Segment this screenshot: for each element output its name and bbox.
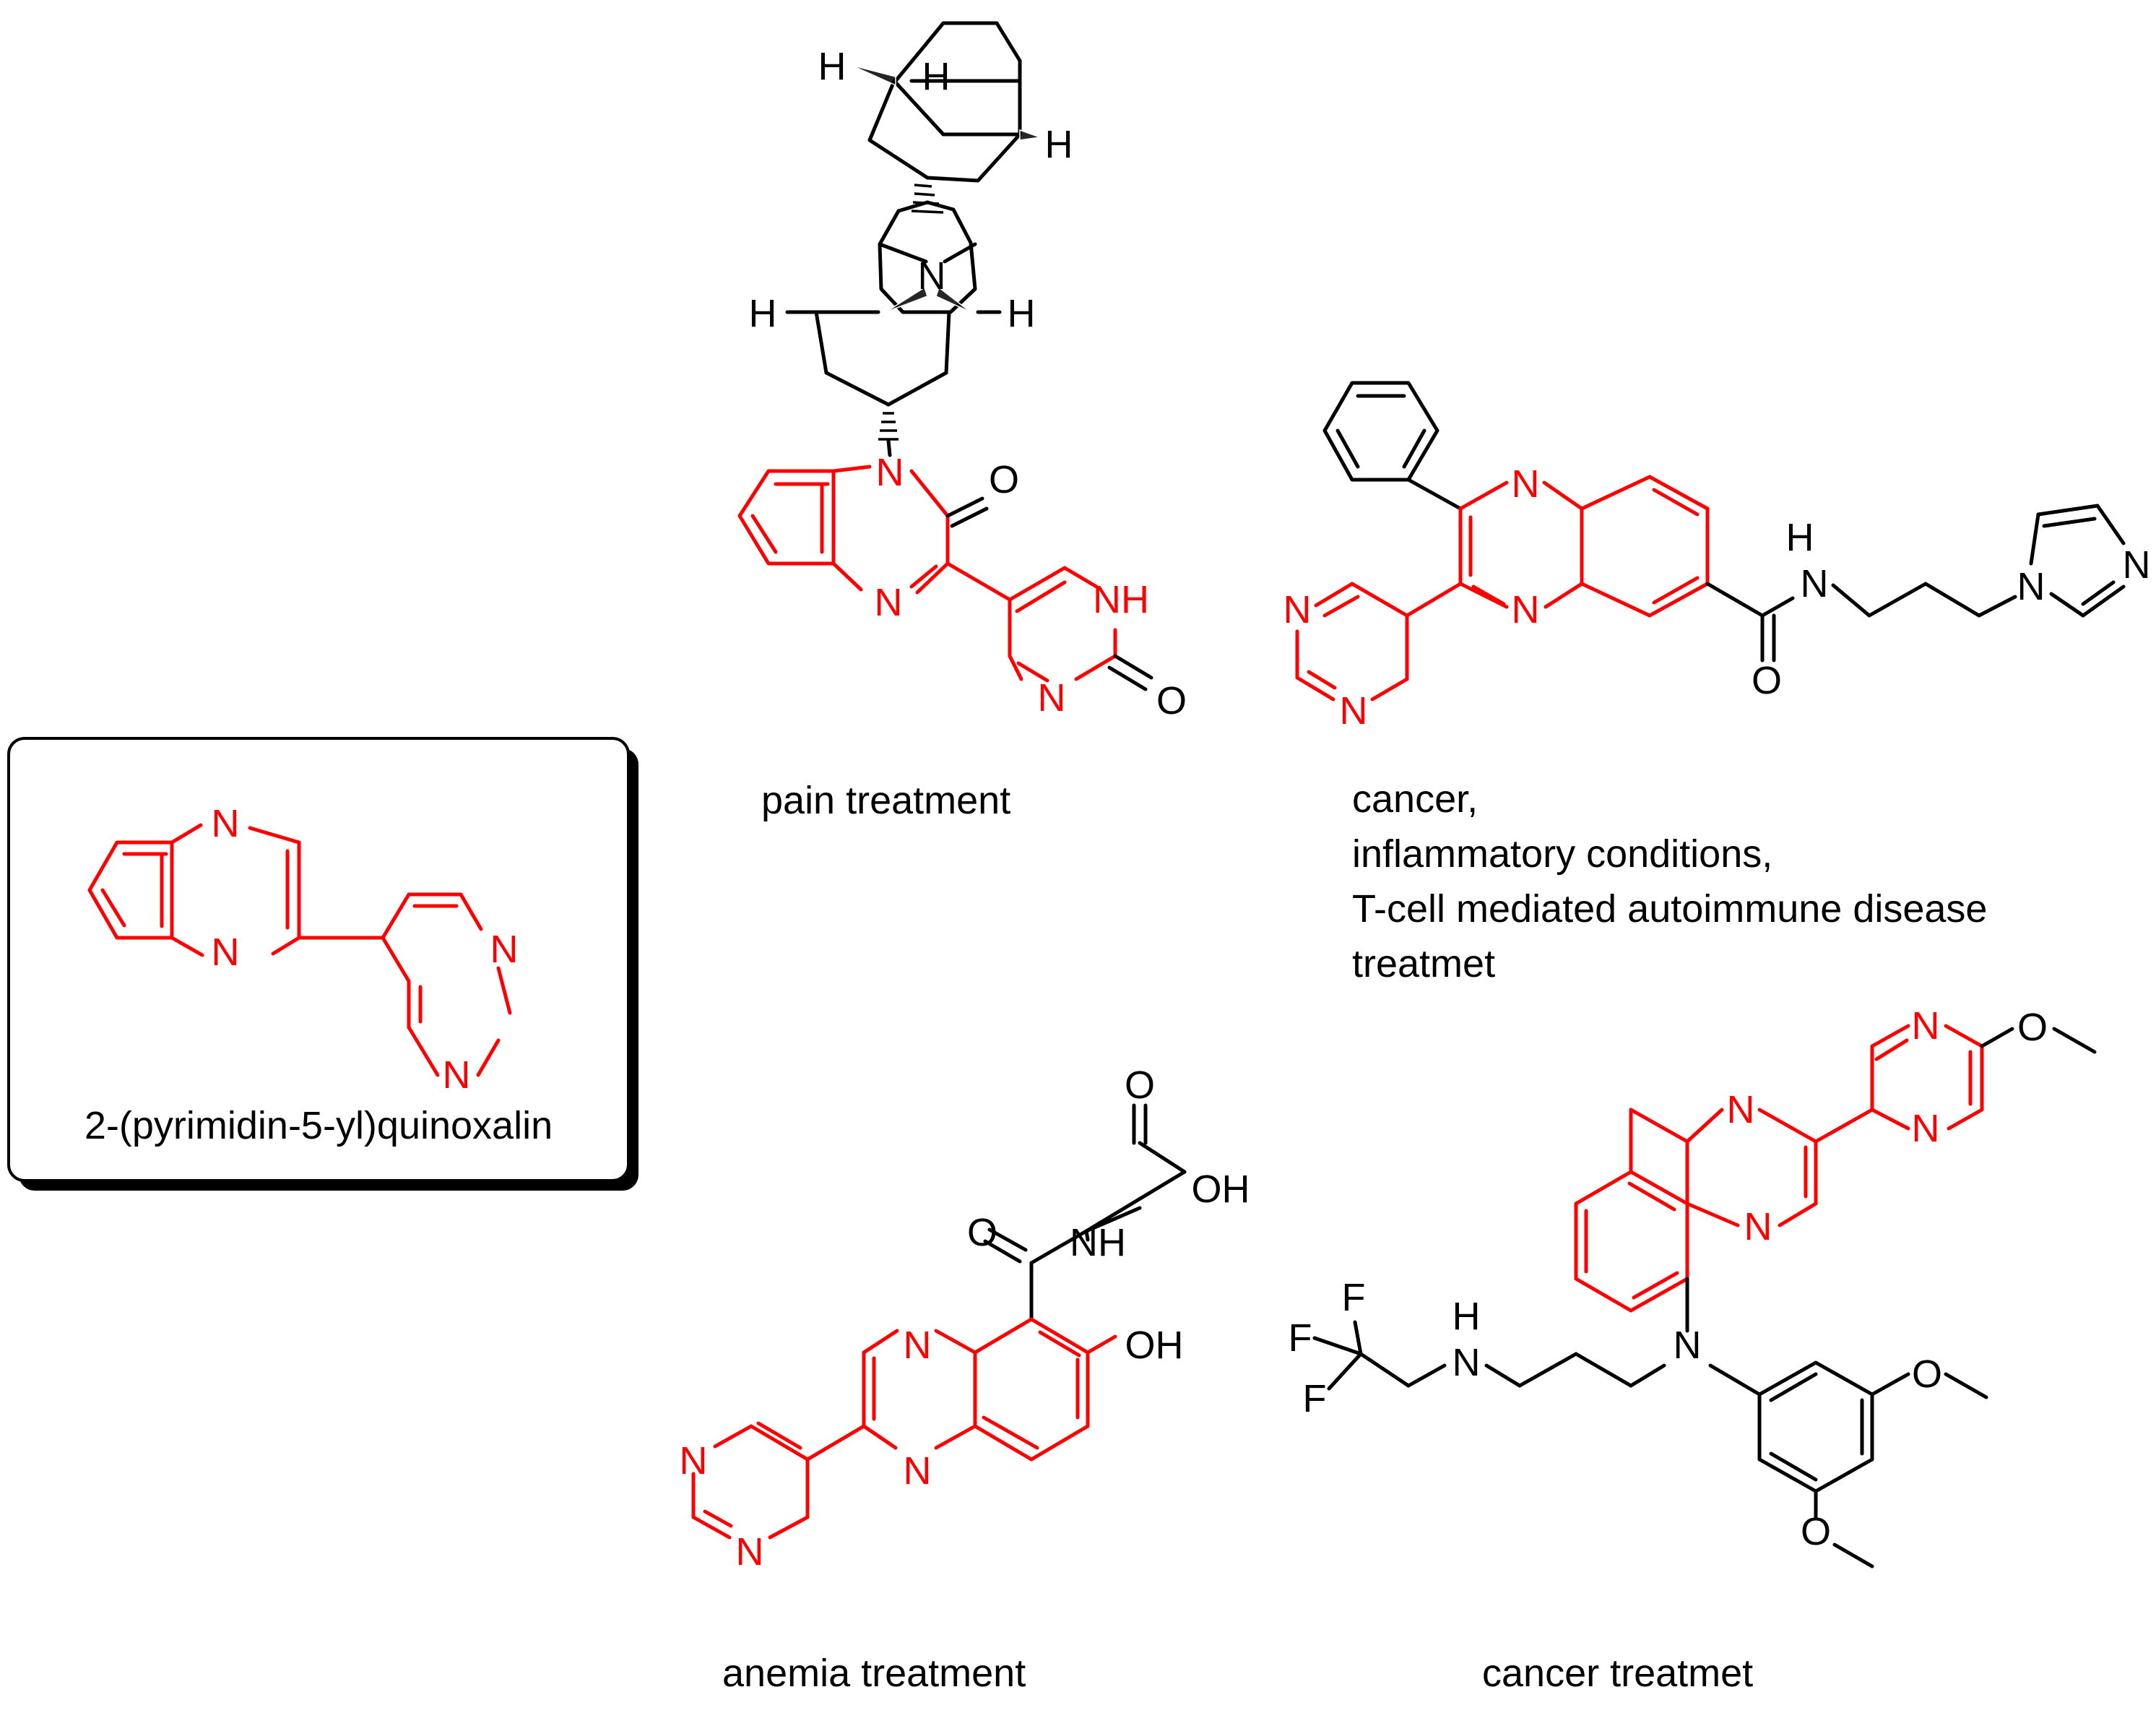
c4-f2: F (1289, 1316, 1312, 1360)
core-box-frame (7, 737, 630, 1182)
c2-caption-line2: inflammatory conditions, (1352, 832, 1772, 876)
c1-caption: pain treatment (761, 779, 1010, 822)
c1-o1: O (989, 458, 1019, 501)
c2-n1: N (1512, 462, 1540, 506)
c1-n4: N (875, 581, 903, 624)
compound-anemia-treatment: O OH O NH OH N N N N anemia treatment (680, 1063, 1250, 1695)
core-n1-label: N (212, 802, 240, 845)
c2-amide-n: N (1801, 562, 1829, 605)
c2-caption-line4: treatmet (1352, 942, 1495, 985)
core-n4-label: N (212, 931, 240, 974)
core-pyrimidine-n3-label: N (443, 1053, 471, 1097)
compound-cancer-treatment: N N O N N N O O H N F F F cancer treatme… (1289, 1004, 2097, 1695)
c3-oh2: OH (1125, 1324, 1184, 1367)
c3-nh: NH (1070, 1221, 1126, 1264)
c3-n1: N (904, 1324, 932, 1367)
c4-f3: F (1303, 1377, 1327, 1420)
c1-h3: H (1045, 123, 1073, 166)
c2-caption-line1: cancer, (1352, 777, 1478, 821)
c1-n1: N (876, 451, 904, 494)
c1-bridge-n: N (918, 254, 946, 298)
c4-pyr-n3: N (1912, 1107, 1940, 1150)
core-quinoxaline-pyrimidine (87, 823, 512, 1077)
c4-n1: N (1727, 1088, 1755, 1131)
c2-o: O (1752, 659, 1782, 702)
core-name: 2-(pyrimidin-5-yl)quinoxalin (85, 1104, 553, 1147)
c2-caption-line3: T-cell mediated autoimmune disease (1352, 887, 1987, 931)
c3-pyr-n1: N (680, 1439, 708, 1483)
c1-o2: O (1156, 679, 1187, 722)
c1-h2: H (818, 45, 847, 88)
c2-imid-n1: N (2017, 565, 2045, 608)
c1-h4: H (749, 292, 777, 335)
c4-o3: O (1801, 1510, 1831, 1553)
c3-caption: anemia treatment (722, 1652, 1026, 1695)
c3-pyr-n3: N (736, 1530, 764, 1574)
c3-n4: N (904, 1449, 932, 1493)
core-box: N N N N 2-(pyrimidin-5-yl)quinoxalin (7, 737, 638, 1191)
c3-oh1: OH (1192, 1168, 1250, 1211)
c1-nh: NH (1093, 578, 1149, 621)
c2-imid-n3: N (2123, 543, 2151, 587)
core-pyrimidine-n1-label: N (490, 928, 519, 971)
c4-pyr-n1: N (1912, 1004, 1940, 1048)
compound-cancer-inflammatory: N N N N O H N N N cancer, inflammatory c… (1283, 381, 2151, 985)
c4-caption: cancer treatmet (1482, 1652, 1753, 1695)
c2-n4: N (1512, 588, 1540, 631)
c4-o2: O (1912, 1352, 1942, 1396)
c1-h5: H (1008, 292, 1036, 335)
c3-o2: O (967, 1211, 997, 1254)
c3-o1: O (1125, 1063, 1155, 1107)
c4-f1: F (1342, 1276, 1366, 1319)
c2-amide-h: H (1786, 516, 1814, 559)
compound-pain-treatment: H H H N H H N O N (737, 21, 1187, 822)
c2-pyr-n1: N (1283, 588, 1312, 631)
c4-o1: O (2017, 1006, 2048, 1049)
c4-amine-n: N (1674, 1324, 1702, 1367)
c4-n-label: N (1453, 1341, 1481, 1384)
c4-h: H (1453, 1295, 1481, 1338)
c4-n4: N (1744, 1205, 1772, 1248)
c2-pyr-n3: N (1340, 689, 1368, 733)
c1-n3: N (1038, 676, 1066, 720)
c1-h1: H (922, 55, 951, 98)
